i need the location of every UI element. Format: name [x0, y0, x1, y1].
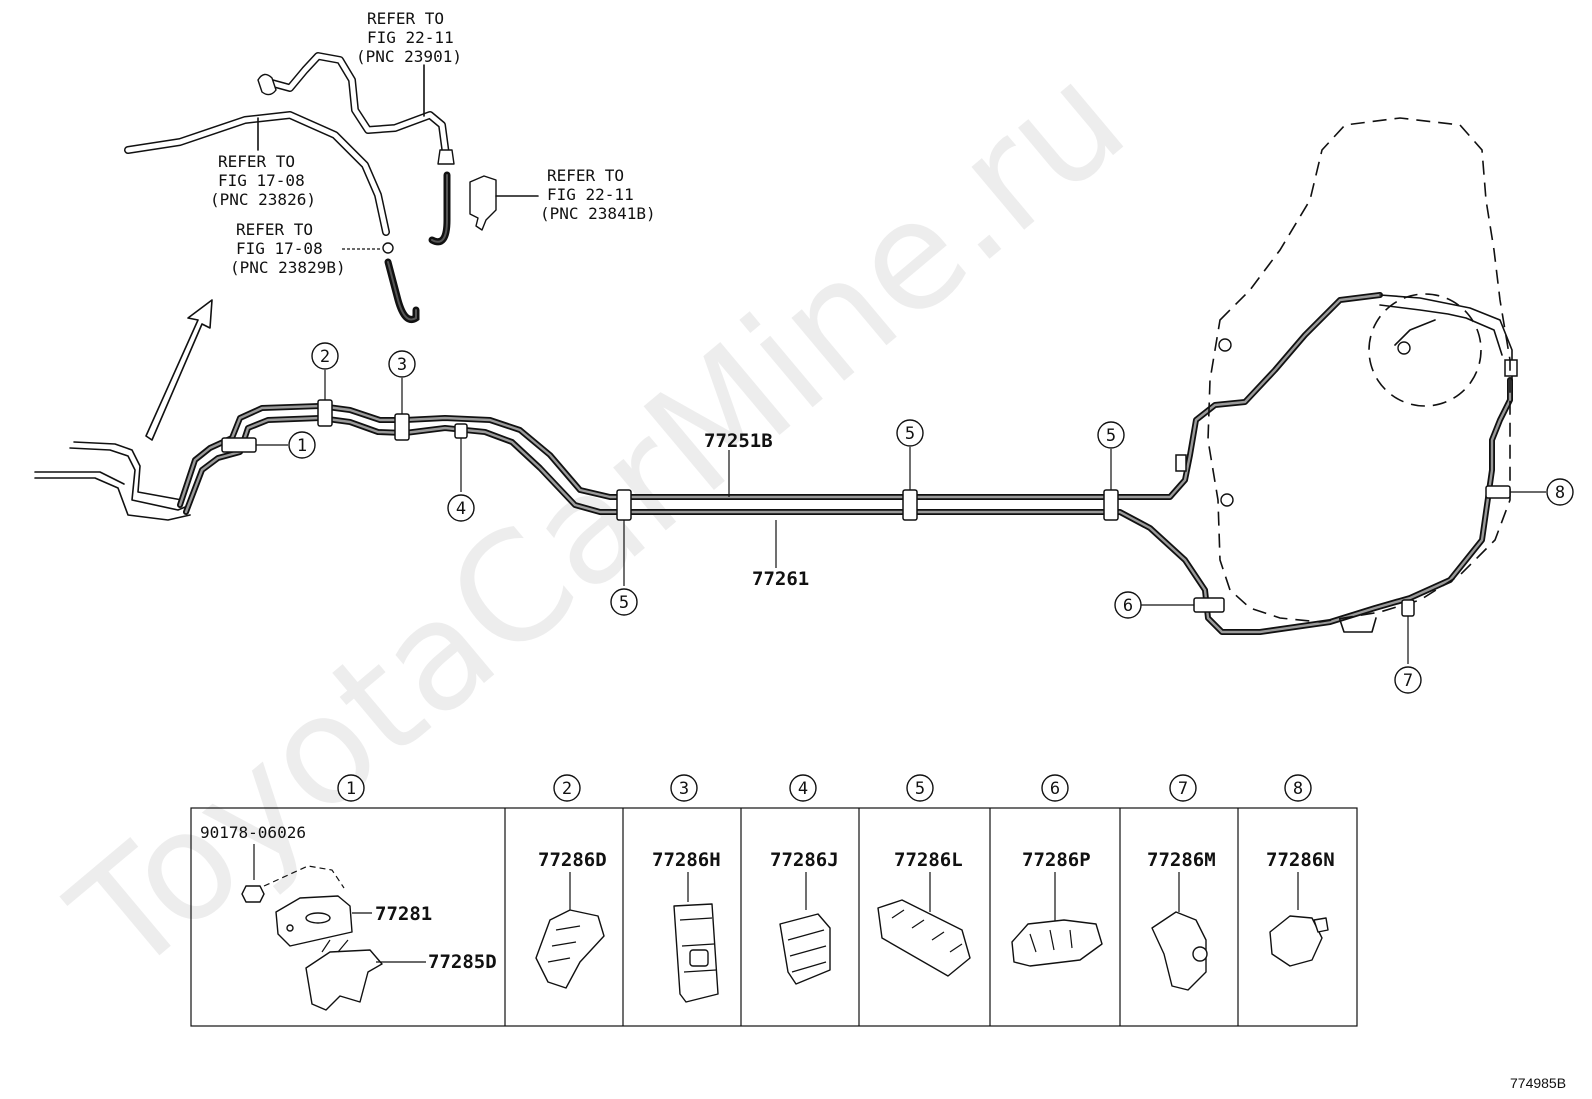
tube-label-lower: 77261	[752, 568, 809, 590]
svg-text:8: 8	[1555, 483, 1565, 503]
refer-text-23841B: REFER TO FIG 22-11 (PNC 23841B)	[540, 166, 656, 223]
direction-arrow	[145, 299, 213, 441]
cell-label-77286D: 77286D	[538, 849, 607, 871]
callout-6: 6	[1114, 591, 1142, 619]
refer-text-23826: REFER TO FIG 17-08 (PNC 23826)	[210, 152, 316, 209]
svg-text:REFER TO: REFER TO	[218, 152, 295, 171]
callout-markers: 1 2 3 4 5 5 5 6 7 8	[288, 342, 1574, 694]
svg-text:(PNC 23841B): (PNC 23841B)	[540, 204, 656, 223]
fuel-tank	[1207, 117, 1511, 633]
tube-label-upper: 77251B	[704, 430, 773, 452]
cell-label-77286L: 77286L	[894, 849, 963, 871]
callout-3: 3	[388, 350, 416, 378]
cell1-clamp-label: 77285D	[428, 951, 497, 973]
table-header-8: 8	[1284, 774, 1312, 802]
svg-text:3: 3	[397, 355, 407, 375]
svg-text:1: 1	[346, 779, 356, 799]
svg-text:6: 6	[1123, 596, 1133, 616]
svg-text:5: 5	[905, 424, 915, 444]
svg-text:REFER TO: REFER TO	[547, 166, 624, 185]
table-header-3: 3	[670, 774, 698, 802]
svg-text:FIG 22-11: FIG 22-11	[367, 28, 454, 47]
table-header-6: 6	[1041, 774, 1069, 802]
upper-hoses	[124, 52, 539, 323]
line-clamps	[221, 399, 1511, 617]
svg-text:5: 5	[1106, 426, 1116, 446]
callout-1: 1	[288, 431, 316, 459]
svg-text:8: 8	[1293, 779, 1303, 799]
svg-text:4: 4	[798, 779, 808, 799]
table-header-2: 2	[553, 774, 581, 802]
svg-text:REFER TO: REFER TO	[236, 220, 313, 239]
callout-4: 4	[447, 494, 475, 522]
svg-text:5: 5	[915, 779, 925, 799]
svg-text:FIG 17-08: FIG 17-08	[236, 239, 323, 258]
callout-5b: 5	[896, 419, 924, 447]
svg-text:6: 6	[1050, 779, 1060, 799]
svg-text:FIG 17-08: FIG 17-08	[218, 171, 305, 190]
cell-label-77286P: 77286P	[1022, 849, 1091, 871]
cell-label-77286N: 77286N	[1266, 849, 1335, 871]
svg-text:3: 3	[679, 779, 689, 799]
svg-text:5: 5	[619, 593, 629, 613]
callout-5a: 5	[610, 588, 638, 616]
leaders	[256, 370, 1546, 664]
svg-text:7: 7	[1178, 779, 1188, 799]
callout-5c: 5	[1097, 421, 1125, 449]
cell-label-77286H: 77286H	[652, 849, 721, 871]
svg-text:2: 2	[562, 779, 572, 799]
fuel-tubes	[34, 292, 1518, 635]
cell-label-77286M: 77286M	[1147, 849, 1216, 871]
parts-table: 1 2 3 4 5 6 7 8 90178-06026 77281 77285D…	[190, 774, 1358, 1027]
table-header-1: 1	[337, 774, 365, 802]
callout-7: 7	[1394, 666, 1422, 694]
cell1-bracket-label: 77281	[375, 903, 432, 925]
svg-text:2: 2	[320, 347, 330, 367]
svg-text:7: 7	[1403, 671, 1413, 691]
callout-2: 2	[311, 342, 339, 370]
svg-text:FIG 22-11: FIG 22-11	[547, 185, 634, 204]
svg-text:1: 1	[297, 436, 307, 456]
svg-text:REFER TO: REFER TO	[367, 9, 444, 28]
cell1-bolt-label: 90178-06026	[200, 823, 306, 842]
figure-code: 774985B	[1510, 1075, 1566, 1091]
cell-label-77286J: 77286J	[770, 849, 839, 871]
svg-text:4: 4	[456, 499, 466, 519]
table-header-5: 5	[906, 774, 934, 802]
table-header-7: 7	[1169, 774, 1197, 802]
callout-8: 8	[1546, 478, 1574, 506]
refer-text-23829B: REFER TO FIG 17-08 (PNC 23829B)	[230, 220, 382, 277]
table-header-4: 4	[789, 774, 817, 802]
svg-text:(PNC 23829B): (PNC 23829B)	[230, 258, 346, 277]
refer-text-23901: REFER TO FIG 22-11 (PNC 23901)	[356, 9, 462, 66]
svg-text:(PNC 23901): (PNC 23901)	[356, 47, 462, 66]
svg-text:(PNC 23826): (PNC 23826)	[210, 190, 316, 209]
